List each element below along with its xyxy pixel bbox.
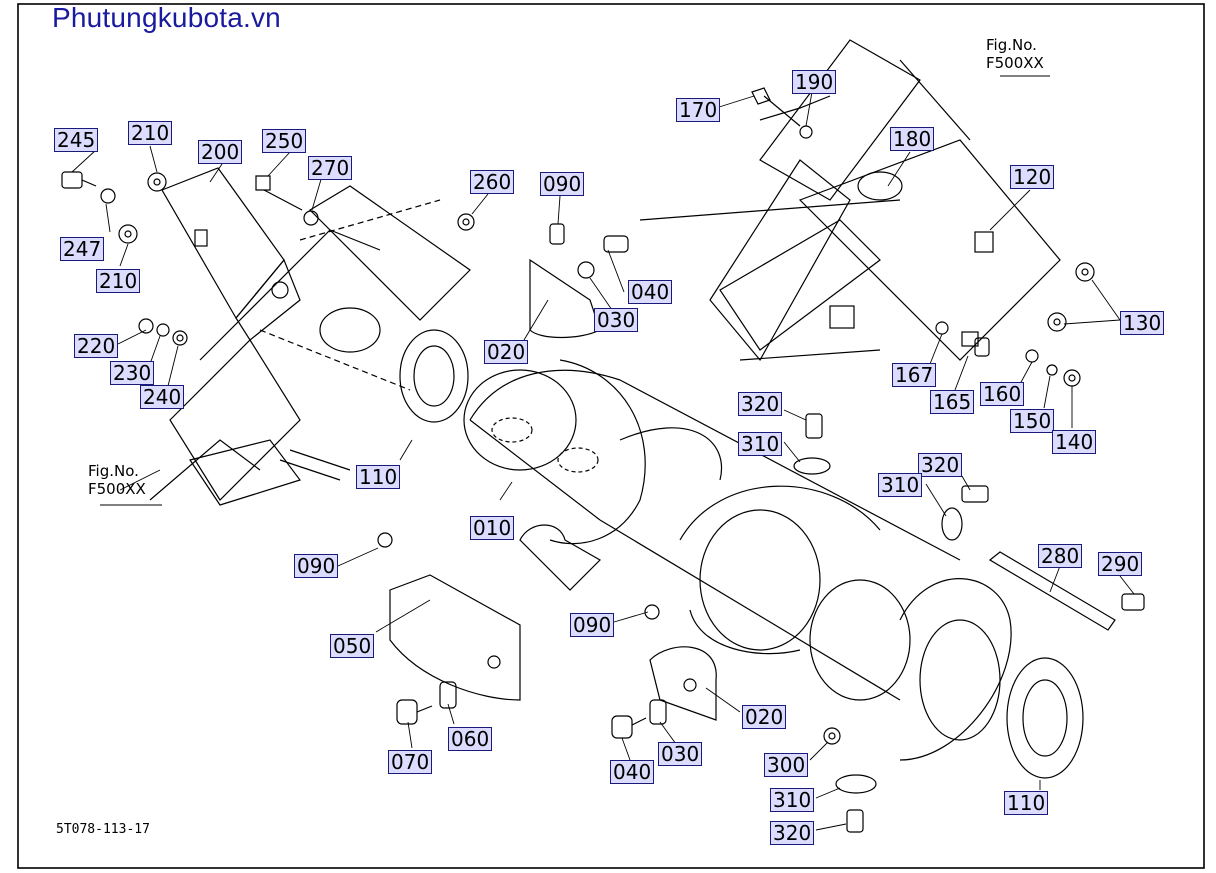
callout-300[interactable]: 300: [764, 753, 809, 777]
leader-lines-lower: [100, 195, 1135, 831]
callout-090-top[interactable]: 090: [540, 172, 585, 196]
lower-cover-plates: [377, 223, 717, 739]
callout-230[interactable]: 230: [110, 361, 155, 385]
callout-200[interactable]: 200: [198, 140, 243, 164]
callout-290[interactable]: 290: [1098, 552, 1143, 576]
callout-270[interactable]: 270: [308, 156, 353, 180]
callout-260[interactable]: 260: [470, 170, 515, 194]
callout-070[interactable]: 070: [388, 750, 433, 774]
callout-020-top[interactable]: 020: [484, 340, 529, 364]
callout-050[interactable]: 050: [330, 634, 375, 658]
leader-lines-left: [71, 145, 489, 387]
callout-250[interactable]: 250: [262, 129, 307, 153]
callout-160[interactable]: 160: [980, 382, 1025, 406]
auger-assembly: [399, 329, 1084, 779]
callout-020-bottom[interactable]: 020: [742, 705, 787, 729]
left-small-parts: [61, 171, 475, 346]
callout-220[interactable]: 220: [74, 334, 119, 358]
fig-ref-top-right[interactable]: Fig.No. F500XX: [986, 36, 1044, 72]
callout-010[interactable]: 010: [470, 516, 515, 540]
callout-210-top[interactable]: 210: [128, 121, 173, 145]
site-title[interactable]: Phutungkubota.vn: [52, 2, 281, 33]
callout-240[interactable]: 240: [140, 385, 185, 409]
right-gearbox-housing: [639, 39, 1095, 387]
drawing-frame: [17, 3, 1205, 869]
bottom-fasteners: [793, 413, 1145, 833]
left-gearbox-housing: [149, 167, 471, 506]
callout-030-bottom[interactable]: 030: [658, 742, 703, 766]
callout-130[interactable]: 130: [1120, 311, 1165, 335]
callout-150[interactable]: 150: [1010, 409, 1055, 433]
callout-310-upper[interactable]: 310: [738, 432, 783, 456]
callout-280[interactable]: 280: [1038, 544, 1083, 568]
callout-060[interactable]: 060: [448, 727, 493, 751]
callout-040-top[interactable]: 040: [628, 280, 673, 304]
callout-310-bottom[interactable]: 310: [770, 788, 815, 812]
callout-030-top[interactable]: 030: [594, 308, 639, 332]
callout-245[interactable]: 245: [54, 128, 99, 152]
callout-190[interactable]: 190: [792, 70, 837, 94]
fig-ref-left[interactable]: Fig.No. F500XX: [88, 462, 146, 498]
callout-120[interactable]: 120: [1010, 165, 1055, 189]
callout-090-center[interactable]: 090: [570, 613, 615, 637]
leader-lines-right-top: [715, 75, 1121, 428]
callout-210-mid[interactable]: 210: [96, 269, 141, 293]
callout-170[interactable]: 170: [676, 98, 721, 122]
callout-320-bottom[interactable]: 320: [770, 821, 815, 845]
callout-310-right[interactable]: 310: [878, 473, 923, 497]
callout-040-bottom[interactable]: 040: [610, 760, 655, 784]
callout-090-left[interactable]: 090: [294, 554, 339, 578]
callout-165[interactable]: 165: [930, 390, 975, 414]
callout-320-right[interactable]: 320: [918, 453, 963, 477]
callout-180[interactable]: 180: [890, 127, 935, 151]
callout-247[interactable]: 247: [60, 237, 105, 261]
callout-140[interactable]: 140: [1052, 430, 1097, 454]
callout-167[interactable]: 167: [892, 363, 937, 387]
callout-110-right[interactable]: 110: [1004, 791, 1049, 815]
drawing-code: 5T078-113-17: [56, 822, 150, 837]
callout-110-left[interactable]: 110: [356, 465, 401, 489]
callout-320-upper[interactable]: 320: [738, 392, 783, 416]
